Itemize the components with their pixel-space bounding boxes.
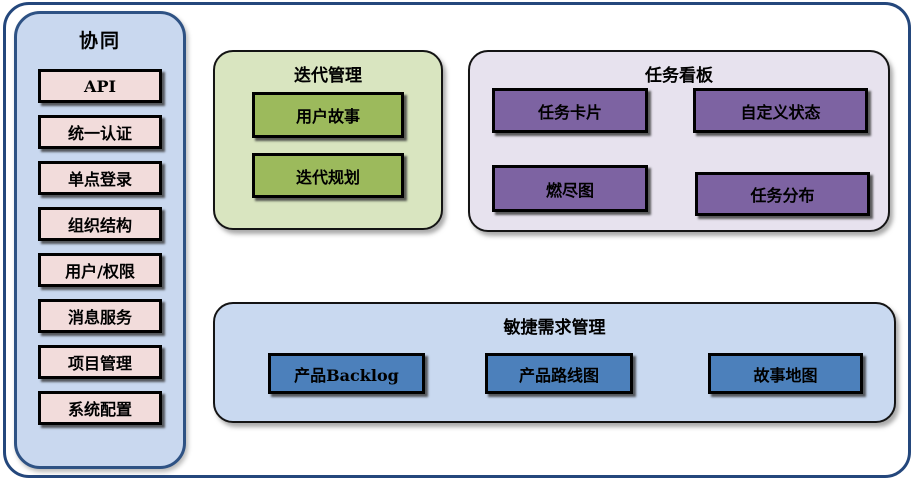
box-custom-status: 自定义状态 <box>693 88 868 133</box>
box-story-map: 故事地图 <box>708 353 863 394</box>
group-iteration-title: 迭代管理 <box>294 66 362 86</box>
group-agile-title: 敏捷需求管理 <box>503 318 606 338</box>
box-product-roadmap: 产品路线图 <box>485 353 633 394</box>
sidebar-title: 协同 <box>78 30 121 52</box>
sidebar-item-user-permissions: 用户/权限 <box>38 253 162 287</box>
sidebar-collaboration: 协同 API 统一认证 单点登录 组织结构 用户/权限 消息服务 项目管理 系统… <box>14 11 186 469</box>
outer-frame <box>3 2 911 478</box>
box-burndown-chart: 燃尽图 <box>492 165 648 212</box>
box-iteration-planning: 迭代规划 <box>252 153 404 198</box>
sidebar-item-api: API <box>38 69 162 103</box>
box-task-distribution: 任务分布 <box>695 172 870 216</box>
sidebar-item-unified-auth: 统一认证 <box>38 115 162 149</box>
group-taskboard-title: 任务看板 <box>645 66 713 86</box>
group-iteration-management: 迭代管理 用户故事 迭代规划 <box>213 50 443 230</box>
box-product-backlog: 产品Backlog <box>268 353 425 394</box>
sidebar-item-message-service: 消息服务 <box>38 299 162 333</box>
sidebar-item-system-config: 系统配置 <box>38 391 162 425</box>
sidebar-item-sso: 单点登录 <box>38 161 162 195</box>
sidebar-item-org-structure: 组织结构 <box>38 207 162 241</box>
group-agile-requirements: 敏捷需求管理 产品Backlog 产品路线图 故事地图 <box>213 302 896 423</box>
group-task-board: 任务看板 任务卡片 自定义状态 燃尽图 任务分布 <box>468 50 890 232</box>
sidebar-item-list: API 统一认证 单点登录 组织结构 用户/权限 消息服务 项目管理 系统配置 <box>17 69 183 425</box>
sidebar-item-project-management: 项目管理 <box>38 345 162 379</box>
box-task-card: 任务卡片 <box>492 88 648 133</box>
box-user-story: 用户故事 <box>252 92 404 138</box>
